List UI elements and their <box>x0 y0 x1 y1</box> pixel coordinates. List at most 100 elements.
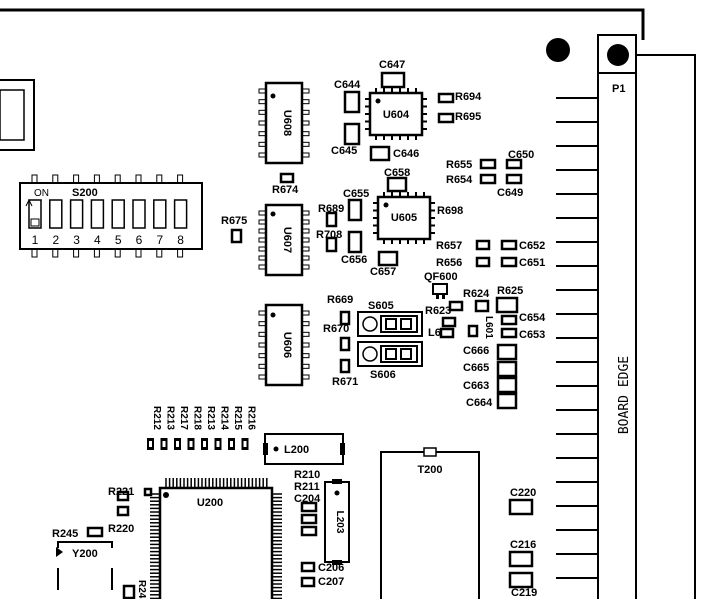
dip-position-number: 7 <box>156 233 163 247</box>
ic-u608-label: U608 <box>281 110 293 136</box>
resistor-array-label: R214 <box>219 406 230 430</box>
ic-u604-label: U604 <box>383 109 410 121</box>
dip-pin-bottom <box>114 248 121 258</box>
dip-switch-lever <box>90 199 105 229</box>
label-c652: C652 <box>519 240 545 252</box>
mounting-hole-2 <box>607 44 629 66</box>
smd-pad <box>300 561 316 573</box>
transformer-t200: T200 <box>380 447 480 599</box>
label-r654: R654 <box>446 174 473 186</box>
smd-pad <box>300 576 316 588</box>
label-c666: C666 <box>463 345 489 357</box>
smd-pad <box>467 324 479 338</box>
board-edge-label: BOARD EDGE <box>617 356 632 434</box>
ic-u605: U605 <box>373 192 435 244</box>
smd-pad <box>369 145 391 162</box>
resistor-array-label: R217 <box>178 406 189 430</box>
dip-switch-lever <box>173 199 188 229</box>
label-c665: C665 <box>463 362 489 374</box>
smd-pad <box>500 256 518 268</box>
label-c219: C219 <box>511 587 537 599</box>
resistor-array <box>147 438 249 450</box>
smd-pad <box>500 327 518 339</box>
smd-components <box>86 71 534 599</box>
smd-pad <box>505 173 523 185</box>
smd-pad <box>377 250 399 267</box>
connector-pins <box>556 97 598 579</box>
smd-pad <box>496 343 518 361</box>
resistor-array-label: R212 <box>151 406 162 430</box>
smd-pad <box>143 487 153 497</box>
label-r220: R220 <box>108 523 134 535</box>
smd-pad <box>116 505 130 517</box>
label-c204: C204 <box>294 493 321 505</box>
ic-u607-label: U607 <box>281 227 293 253</box>
label-r675: R675 <box>221 215 247 227</box>
dip-position-number: 1 <box>32 233 39 247</box>
label-r655: R655 <box>446 159 472 171</box>
dip-position-number: 8 <box>177 233 184 247</box>
switch-s606: S606 <box>357 341 423 381</box>
smd-pad <box>300 501 318 513</box>
smd-pad <box>496 376 518 394</box>
label-c664: C664 <box>466 397 493 409</box>
dip-position-number: 5 <box>115 233 122 247</box>
resistor-array-label: R213 <box>165 406 176 430</box>
smd-pad <box>495 296 519 314</box>
smd-pad <box>508 498 534 516</box>
ic-u200: U200 <box>150 478 282 599</box>
board-outline-top <box>0 8 645 40</box>
label-c220: C220 <box>510 487 536 499</box>
inductor-l601-label: L601 <box>483 316 494 339</box>
smd-pad <box>439 327 455 339</box>
dip-pin-bottom <box>135 248 142 258</box>
ic-u606-label: U606 <box>281 332 293 358</box>
smd-pad <box>339 336 351 352</box>
label-r210: R210 <box>294 469 320 481</box>
ic-u200-pins <box>150 478 282 599</box>
resistor-array-label: R218 <box>192 406 203 430</box>
connector-p1: P1 BOARD EDGE <box>556 34 696 599</box>
ic-u608: U608 <box>258 81 310 165</box>
label-r245: R245 <box>52 528 78 540</box>
label-r674: R674 <box>272 184 299 196</box>
label-r698: R698 <box>437 205 463 217</box>
ic-u606: U606 <box>258 303 310 387</box>
dip-pin-top <box>31 174 38 184</box>
smd-pad <box>500 314 518 326</box>
label-r624: R624 <box>463 288 490 300</box>
label-c646: C646 <box>393 148 419 160</box>
inductor-l200: L200 <box>263 433 345 465</box>
dip-switch-lever <box>49 199 63 229</box>
transformer-t200-label: T200 <box>417 464 442 476</box>
inductor-l203: L203 <box>324 479 350 565</box>
smd-pad <box>437 112 455 124</box>
smd-pad <box>380 71 406 89</box>
label-r656: R656 <box>436 257 462 269</box>
dip-switch-on-label: ON <box>34 188 49 199</box>
dip-switch-lever <box>28 199 42 229</box>
label-c207: C207 <box>318 576 344 588</box>
label-c649: C649 <box>497 187 523 199</box>
label-r695: R695 <box>455 111 481 123</box>
smd-pad <box>496 392 518 410</box>
dip-switch-lever <box>153 199 167 229</box>
label-c651: C651 <box>519 257 545 269</box>
smd-pad <box>230 228 243 244</box>
dip-pin-bottom <box>73 248 80 258</box>
label-c645: C645 <box>331 145 357 157</box>
label-c656: C656 <box>341 254 367 266</box>
label-c650: C650 <box>508 149 534 161</box>
smd-pad <box>479 158 497 170</box>
label-r625: R625 <box>497 285 523 297</box>
dip-pin-top <box>93 174 100 184</box>
smd-pad <box>448 300 464 312</box>
smd-pad <box>505 158 523 170</box>
smd-pad <box>479 173 497 185</box>
dip-pin-bottom <box>52 248 59 258</box>
dip-pin-top <box>135 174 142 184</box>
